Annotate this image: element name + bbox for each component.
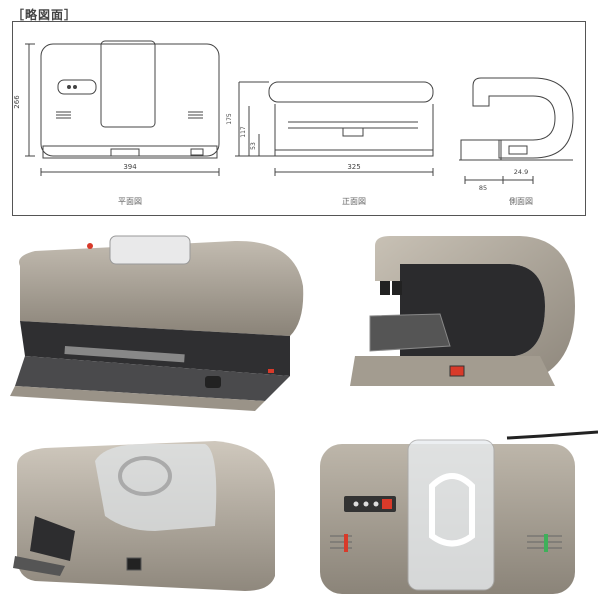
front-dim-height-low: 53 <box>250 142 257 150</box>
section-title: ［略図面］ <box>12 8 78 22</box>
section-header: ［略図面］ <box>12 4 78 22</box>
plan-panel <box>57 79 97 95</box>
laminator-front-angle-icon <box>10 235 304 411</box>
plan-dim-height: 266 <box>13 95 21 109</box>
front-dim-width: 325 <box>347 163 360 171</box>
front-dim-height-total: 175 <box>226 113 233 125</box>
laminator-rear-angle-icon <box>13 441 275 591</box>
laminator-front-panel-icon <box>320 430 598 594</box>
photo-front-angle <box>5 226 305 426</box>
side-outline <box>472 77 574 159</box>
side-view <box>459 77 574 184</box>
drawing-frame: 266 394 175 117 53 325 85 24.9 平面図 正面図 側… <box>12 21 586 216</box>
side-dim-a: 85 <box>479 184 487 192</box>
front-dim-height-mid: 117 <box>240 126 247 138</box>
front-top <box>268 81 434 103</box>
photo-side-view <box>340 226 595 396</box>
plan-cover <box>100 40 156 128</box>
photo-rear-angle <box>5 436 280 596</box>
plan-view <box>25 40 220 176</box>
drawing-canvas: 266 394 175 117 53 325 85 24.9 平面図 正面図 側… <box>13 40 574 206</box>
laminator-side-view-icon <box>350 236 575 386</box>
plan-front-edge <box>42 145 218 159</box>
side-dim-b: 24.9 <box>514 168 528 176</box>
plan-outline <box>40 43 220 157</box>
plan-dim-width: 394 <box>123 163 137 171</box>
view-label-front: 正面図 <box>342 197 366 206</box>
photo-front-panel <box>312 426 598 598</box>
front-view <box>235 81 434 176</box>
view-label-side: 側面図 <box>509 196 533 206</box>
view-label-plan: 平面図 <box>118 197 142 206</box>
